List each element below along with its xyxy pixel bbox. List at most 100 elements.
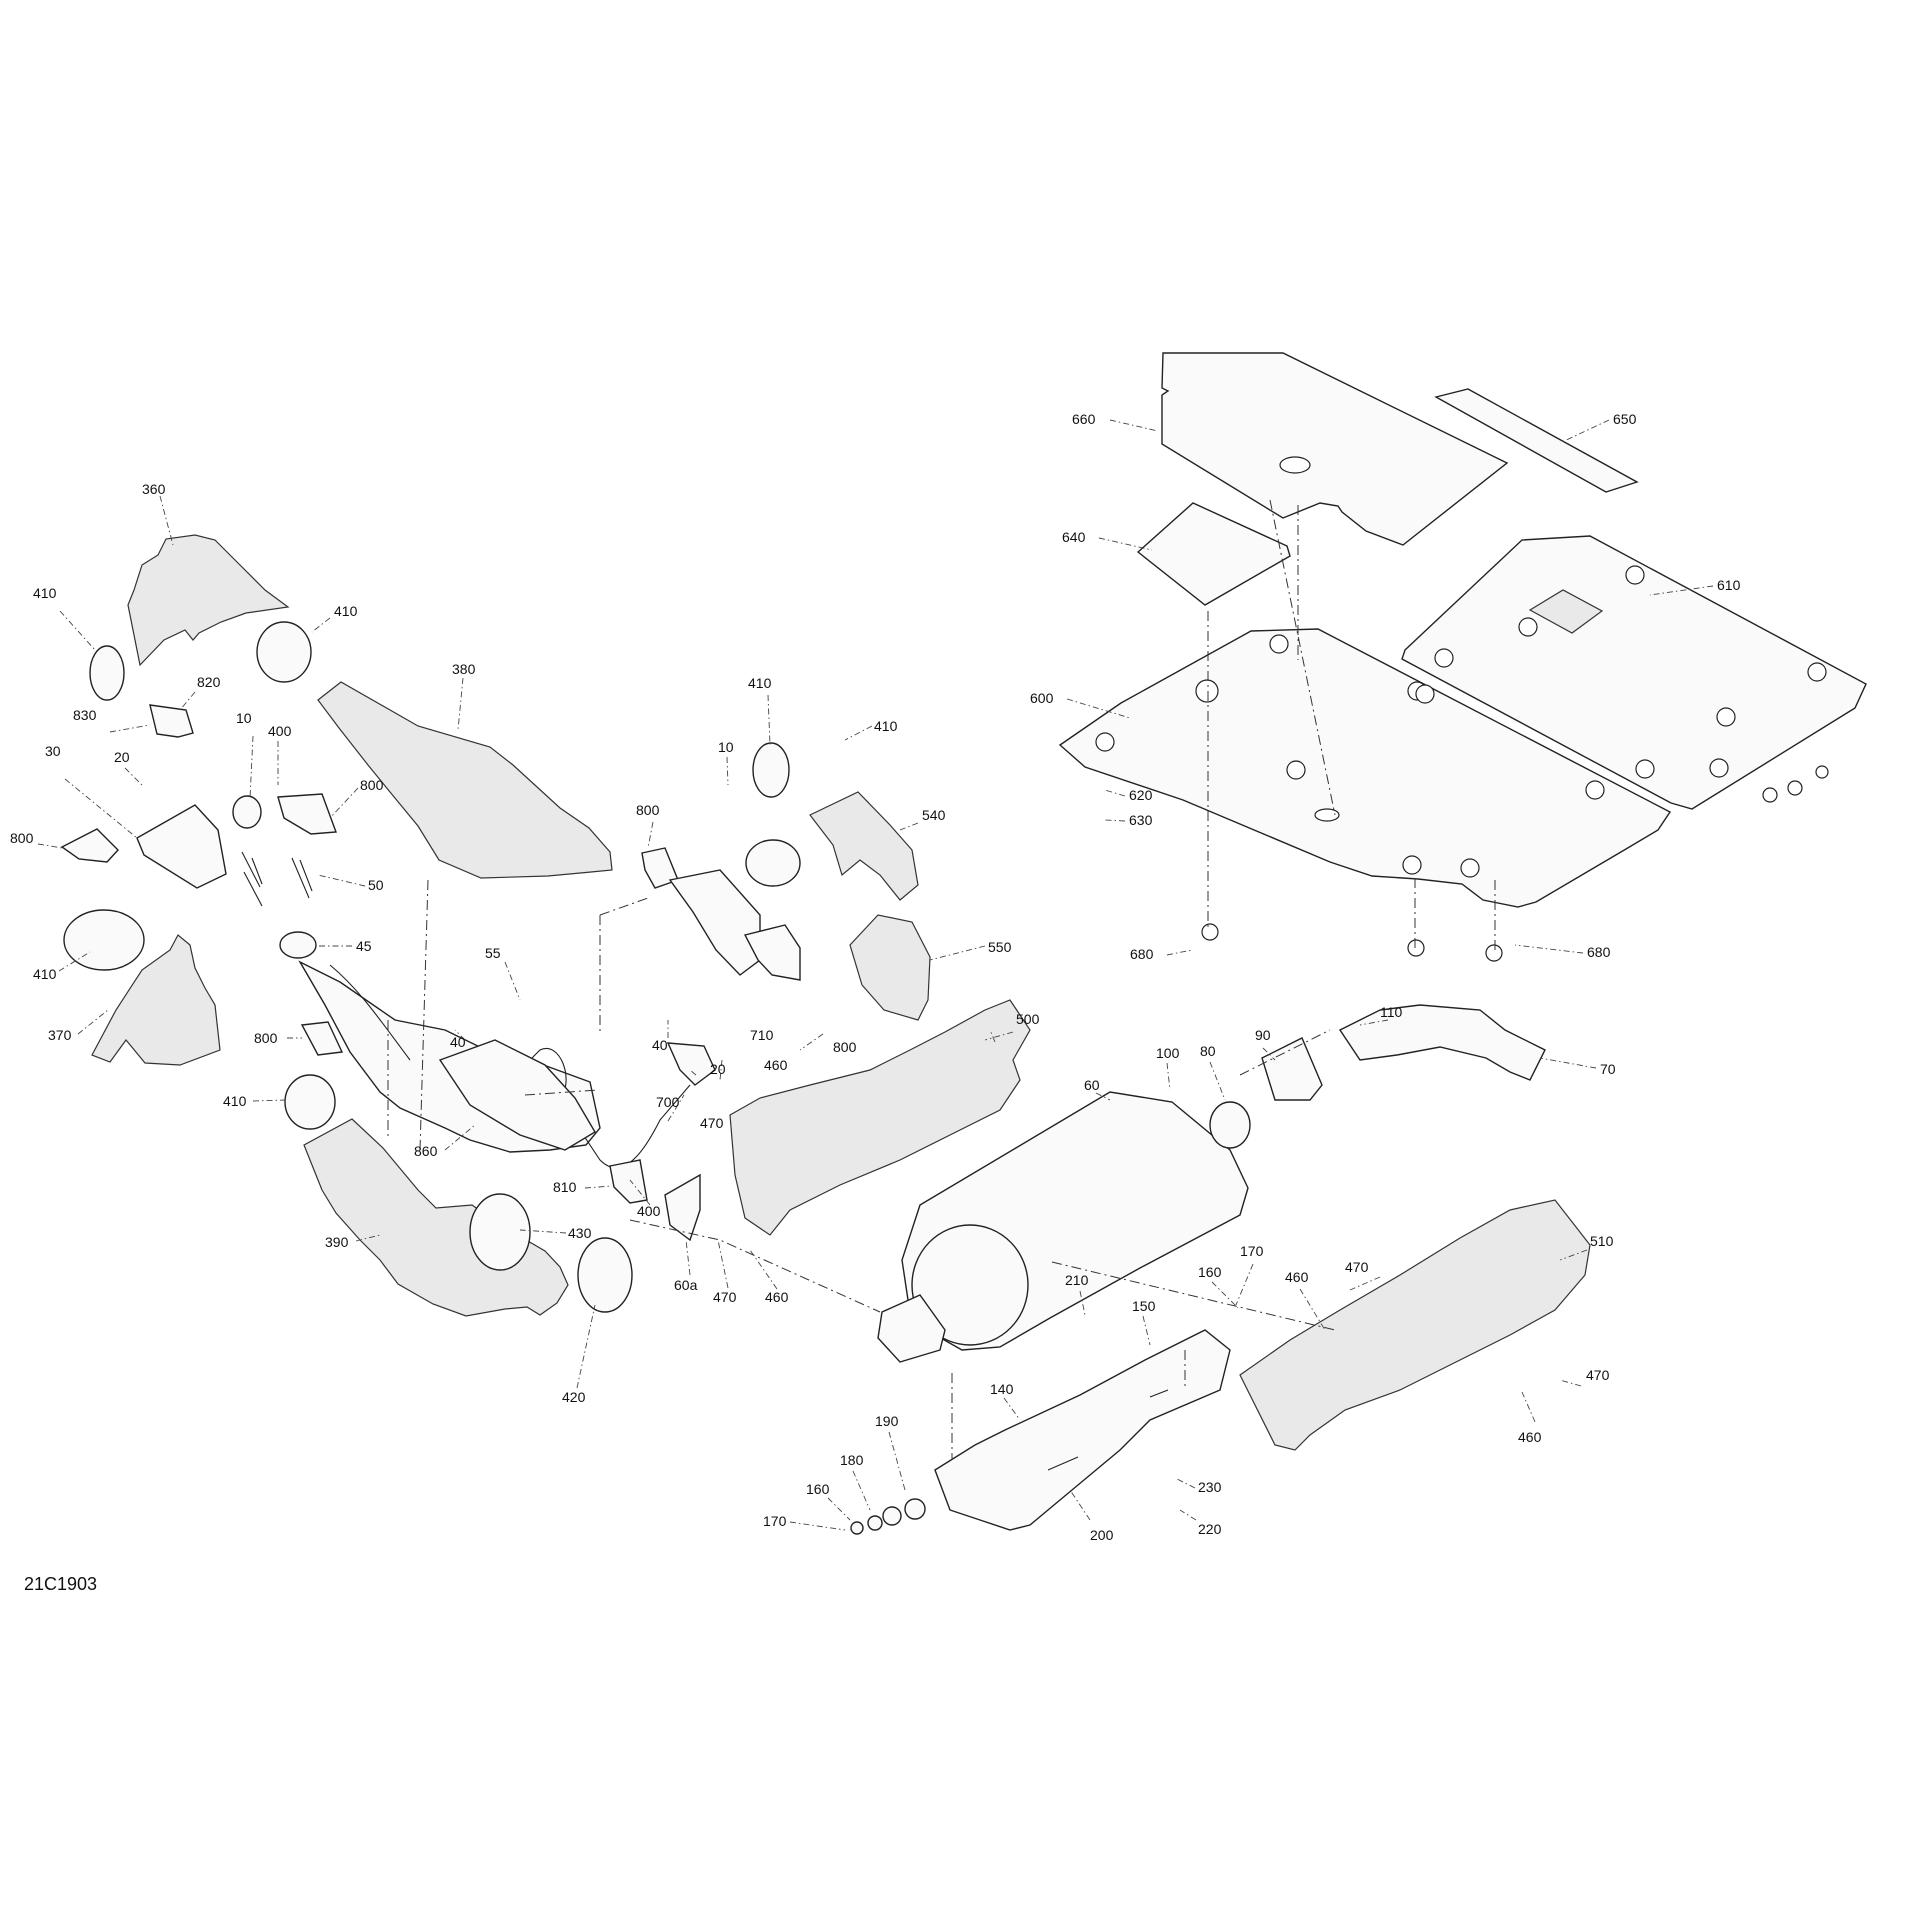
panel-660 bbox=[1161, 352, 1509, 546]
callout-360: 360 bbox=[142, 481, 166, 497]
grommet-stack-160-180-190 bbox=[850, 1498, 926, 1535]
bracket-800-b bbox=[277, 793, 337, 835]
spring-50-set bbox=[241, 851, 313, 907]
callout-800: 800 bbox=[10, 830, 34, 846]
bracket-200 bbox=[934, 1329, 1231, 1531]
callout-60: 60 bbox=[1084, 1077, 1100, 1093]
gasket-10 bbox=[232, 795, 262, 829]
callout-50: 50 bbox=[368, 877, 384, 893]
callout-210: 210 bbox=[1065, 1272, 1089, 1288]
heat-shield-500 bbox=[729, 999, 1031, 1236]
callout-100: 100 bbox=[1156, 1045, 1180, 1061]
callout-640: 640 bbox=[1062, 529, 1086, 545]
callout-10: 10 bbox=[236, 710, 252, 726]
muffler-60 bbox=[877, 1091, 1249, 1363]
system-leader-lines bbox=[387, 879, 1336, 1460]
callout-45: 45 bbox=[356, 938, 372, 954]
callout-680: 680 bbox=[1130, 946, 1154, 962]
bracket-800-d bbox=[641, 847, 679, 889]
callout-200: 200 bbox=[1090, 1527, 1114, 1543]
panel-leader-lines bbox=[1207, 499, 1496, 953]
callout-470: 470 bbox=[1586, 1367, 1610, 1383]
callout-190: 190 bbox=[875, 1413, 899, 1429]
callout-460: 460 bbox=[765, 1289, 789, 1305]
callout-55: 55 bbox=[485, 945, 501, 961]
tail-pipe-70 bbox=[1338, 1004, 1546, 1081]
panel-650 bbox=[1434, 388, 1639, 493]
clamp-410-c bbox=[63, 909, 145, 971]
ring-45 bbox=[279, 931, 317, 959]
clamp-410-b bbox=[256, 621, 312, 683]
callout-460: 460 bbox=[764, 1057, 788, 1073]
bracket-800-c bbox=[300, 1021, 344, 1056]
callout-800: 800 bbox=[833, 1039, 857, 1055]
callout-410: 410 bbox=[33, 585, 57, 601]
callout-470: 470 bbox=[700, 1115, 724, 1131]
callout-40: 40 bbox=[450, 1034, 466, 1050]
callout-680: 680 bbox=[1587, 944, 1611, 960]
elbow-pipe-40 bbox=[668, 869, 761, 976]
callout-660: 660 bbox=[1072, 411, 1096, 427]
callout-140: 140 bbox=[990, 1381, 1014, 1397]
callout-40: 40 bbox=[652, 1037, 668, 1053]
callout-410: 410 bbox=[874, 718, 898, 734]
callout-20: 20 bbox=[710, 1061, 726, 1077]
callout-180: 180 bbox=[840, 1452, 864, 1468]
callout-160: 160 bbox=[1198, 1264, 1222, 1280]
clamp-410-a bbox=[89, 645, 125, 701]
callout-170: 170 bbox=[763, 1513, 787, 1529]
callout-410: 410 bbox=[33, 966, 57, 982]
callout-70: 70 bbox=[1600, 1061, 1616, 1077]
panel-fasteners bbox=[1095, 565, 1829, 962]
callout-400: 400 bbox=[268, 723, 292, 739]
bracket-810 bbox=[609, 1159, 648, 1204]
callout-410: 410 bbox=[223, 1093, 247, 1109]
callout-390: 390 bbox=[325, 1234, 349, 1250]
callout-170: 170 bbox=[1240, 1243, 1264, 1259]
heat-shield-360 bbox=[127, 534, 290, 667]
heat-shield-510 bbox=[1239, 1199, 1591, 1451]
callout-370: 370 bbox=[48, 1027, 72, 1043]
callout-230: 230 bbox=[1198, 1479, 1222, 1495]
callout-380: 380 bbox=[452, 661, 476, 677]
callout-800: 800 bbox=[636, 802, 660, 818]
clamp-410-d bbox=[284, 1074, 336, 1130]
pipe-80 bbox=[1209, 1101, 1251, 1149]
callout-160: 160 bbox=[806, 1481, 830, 1497]
panel-610 bbox=[1401, 535, 1867, 810]
gasket-90 bbox=[1261, 1037, 1323, 1101]
clamp-410-f bbox=[752, 742, 790, 798]
converter-860 bbox=[438, 1039, 596, 1151]
callout-10: 10 bbox=[718, 739, 734, 755]
callout-810: 810 bbox=[553, 1179, 577, 1195]
callout-630: 630 bbox=[1129, 812, 1153, 828]
callout-600: 600 bbox=[1030, 690, 1054, 706]
clamp-410-e bbox=[745, 839, 801, 887]
callout-220: 220 bbox=[1198, 1521, 1222, 1537]
panel-640 bbox=[1136, 502, 1291, 606]
callout-460: 460 bbox=[1518, 1429, 1542, 1445]
callout-labels: 360 410 410 820 830 10 400 30 20 800 800… bbox=[10, 411, 1741, 1543]
callout-610: 610 bbox=[1717, 577, 1741, 593]
callout-820: 820 bbox=[197, 674, 221, 690]
callout-400: 400 bbox=[637, 1203, 661, 1219]
gasket-820 bbox=[149, 704, 194, 738]
heat-shield-540 bbox=[809, 791, 919, 901]
callout-800: 800 bbox=[360, 777, 384, 793]
callout-620: 620 bbox=[1129, 787, 1153, 803]
callout-470: 470 bbox=[1345, 1259, 1369, 1275]
callout-540: 540 bbox=[922, 807, 946, 823]
callout-830: 830 bbox=[73, 707, 97, 723]
callout-leaders bbox=[37, 419, 1714, 1531]
callout-420: 420 bbox=[562, 1389, 586, 1405]
callout-710: 710 bbox=[750, 1027, 774, 1043]
clamp-60a bbox=[664, 1173, 701, 1242]
callout-410: 410 bbox=[748, 675, 772, 691]
callout-470: 470 bbox=[713, 1289, 737, 1305]
callout-110: 110 bbox=[1380, 1004, 1403, 1020]
flange-30 bbox=[136, 804, 227, 889]
heat-shield-380 bbox=[317, 681, 613, 879]
callout-460: 460 bbox=[1285, 1269, 1309, 1285]
callout-30: 30 bbox=[45, 743, 61, 759]
